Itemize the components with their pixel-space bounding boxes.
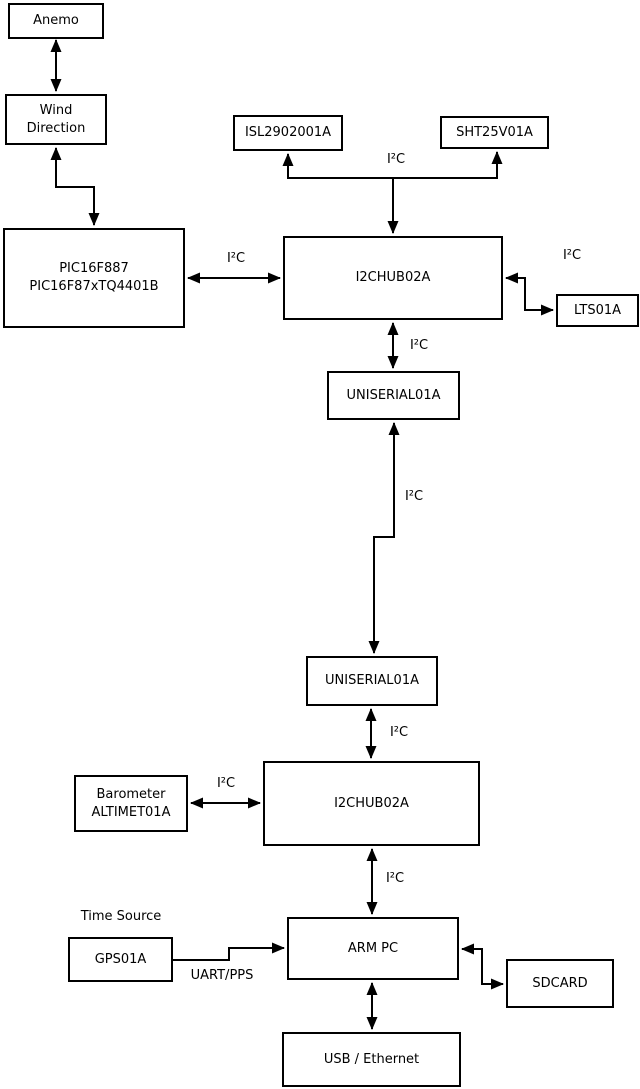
label-i2c-uniserial2-hub2: I²C (389, 725, 409, 740)
conn-hub1-lts (505, 272, 554, 316)
box-isl2902001a: ISL2902001A (233, 115, 343, 151)
box-pic-microcontroller: PIC16F887 PIC16F87xTQ4401B (3, 228, 185, 328)
box-anemo: Anemo (8, 3, 104, 39)
box-uniserial-1: UNISERIAL01A (327, 371, 460, 420)
label-i2c-uniserial-link: I²C (404, 489, 424, 504)
conn-gps-arm-uart (173, 942, 285, 961)
box-uniserial-2: UNISERIAL01A (306, 656, 438, 706)
conn-wind-pic (50, 147, 100, 226)
label-i2c-lts: I²C (562, 248, 582, 263)
box-gps01a: GPS01A (68, 937, 173, 982)
box-barometer-altimet01a: Barometer ALTIMET01A (74, 775, 188, 832)
conn-arm-sdcard (461, 943, 504, 990)
box-i2c-hub-2: I2CHUB02A (263, 761, 480, 846)
label-i2c-hub1-uniserial1: I²C (409, 338, 429, 353)
box-usb-ethernet: USB / Ethernet (282, 1032, 461, 1087)
box-sdcard: SDCARD (506, 959, 614, 1008)
label-i2c-sensor-bus: I²C (386, 152, 406, 167)
label-i2c-hub2-arm: I²C (385, 871, 405, 886)
box-wind-direction: Wind Direction (5, 94, 107, 145)
conn-uniserial1-uniserial2 (368, 422, 400, 654)
label-i2c-pic-hub: I²C (226, 251, 246, 266)
box-lts01a: LTS01A (556, 294, 639, 327)
box-i2c-hub-1: I2CHUB02A (283, 236, 503, 320)
label-time-source: Time Source (80, 909, 162, 924)
label-uart-pps: UART/PPS (190, 968, 254, 983)
box-arm-pc: ARM PC (287, 917, 459, 980)
box-sht25v01a: SHT25V01A (440, 116, 549, 149)
label-i2c-barometer: I²C (216, 776, 236, 791)
